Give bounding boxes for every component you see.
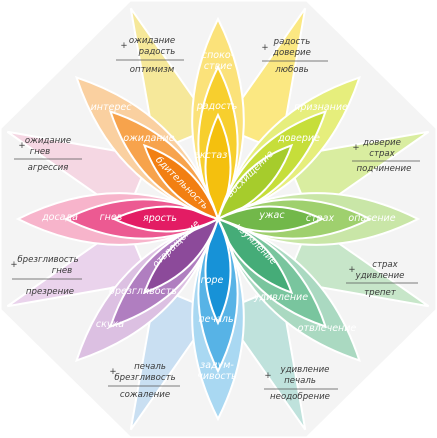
dyad-submission-result: подчинение	[357, 164, 412, 174]
dyad-submission-line2: страх	[369, 149, 395, 159]
dyad-contempt-result: презрение	[26, 287, 74, 297]
dyad-contempt: брезгливость + гнев презрение	[10, 255, 82, 297]
dyad-love-line1: радость	[273, 37, 311, 47]
dyad-disapproval-line2: печаль	[284, 376, 316, 386]
dyad-disapproval-result: неодобрение	[270, 392, 330, 402]
label-trust: доверие	[277, 133, 320, 144]
dyad-awe-plus: +	[348, 265, 355, 275]
dyad-optimism-line2: радость	[138, 47, 176, 57]
label-serenity: споко-ствие	[202, 50, 235, 72]
dyad-remorse: печаль + брезгливость сожаление	[108, 362, 180, 400]
label-terror: ужас	[258, 210, 285, 221]
petal-w-inner	[111, 205, 221, 233]
label-rage: ярость	[143, 213, 177, 224]
dyad-disapproval: удивление + печаль неодобрение	[264, 365, 338, 402]
label-interest: интерес	[91, 102, 133, 113]
dyad-aggression-line1: ожидание	[25, 136, 71, 146]
label-anger: гнев	[100, 212, 123, 223]
dyad-remorse-result: сожаление	[120, 390, 170, 400]
dyad-awe-line1: страх	[372, 260, 398, 270]
label-apprehension: опасение	[348, 213, 395, 224]
dyad-awe-line2: удивление	[355, 271, 405, 281]
dyad-optimism: ожидание + радость оптимизм	[116, 36, 184, 75]
dyad-remorse-line1: печаль	[134, 362, 166, 372]
dyad-submission-line1: доверие	[362, 138, 401, 148]
dyad-aggression: ожидание + гнев агрессия	[14, 136, 82, 173]
label-grief: горе	[201, 275, 224, 286]
petals	[15, 16, 421, 422]
label-surprise: удивление	[253, 292, 308, 303]
dyad-contempt-line2: гнев	[52, 266, 73, 276]
dyad-disapproval-plus: +	[264, 371, 271, 381]
dyad-contempt-plus: +	[10, 260, 17, 270]
label-fear: страх	[306, 213, 335, 224]
dyad-aggression-result: агрессия	[28, 163, 69, 173]
petal-sw-inner	[142, 217, 220, 295]
dyad-awe-result: трепет	[364, 288, 397, 298]
label-acceptance: признание	[294, 102, 348, 113]
petal-n-inner	[204, 112, 232, 222]
label-disgust: брезгливость	[109, 286, 177, 297]
label-joy: радость	[196, 101, 238, 112]
label-anticipation: ожидание	[123, 133, 174, 144]
petal-s-inner	[204, 216, 232, 326]
label-sadness: печаль	[198, 314, 233, 325]
petal-nw-inner	[142, 143, 220, 221]
dyad-remorse-line2: брезгливость	[114, 373, 175, 383]
dyad-optimism-plus: +	[120, 41, 127, 51]
petal-ne-inner	[216, 143, 294, 221]
dyad-aggression-plus: +	[18, 141, 25, 151]
middle-labels: радость доверие страх удивление печаль б…	[100, 101, 335, 325]
dyad-contempt-line1: брезгливость	[17, 255, 78, 265]
dyad-awe: страх + удивление трепет	[346, 260, 418, 298]
dyad-love-line2: доверие	[272, 48, 311, 58]
petal-se-inner	[216, 217, 294, 295]
dyad-remorse-plus: +	[109, 367, 116, 377]
dyad-love-result: любовь	[274, 65, 308, 75]
label-annoyance: досада	[41, 212, 78, 223]
dyad-disapproval-line1: удивление	[280, 365, 330, 375]
label-pensiveness: задум-чивость	[197, 360, 237, 382]
dyad-submission-plus: +	[352, 143, 359, 153]
label-distraction: отвлечение	[298, 323, 357, 334]
dyad-love-plus: +	[261, 43, 268, 53]
label-boredom: скука	[96, 319, 124, 330]
outer-petal-labels: споко-ствие признание опасение отвлечени…	[41, 50, 396, 382]
dyad-love: радость + доверие любовь	[261, 37, 328, 75]
dyad-aggression-line2: гнев	[30, 147, 51, 157]
dyad-optimism-line1: ожидание	[129, 36, 175, 46]
petal-e-inner	[215, 205, 325, 233]
dyad-labels: радость + доверие любовь доверие + страх…	[10, 36, 420, 402]
dyad-optimism-result: оптимизм	[130, 65, 175, 75]
label-ecstasy: экстаз	[195, 150, 228, 161]
dyad-submission: доверие + страх подчинение	[352, 138, 420, 174]
